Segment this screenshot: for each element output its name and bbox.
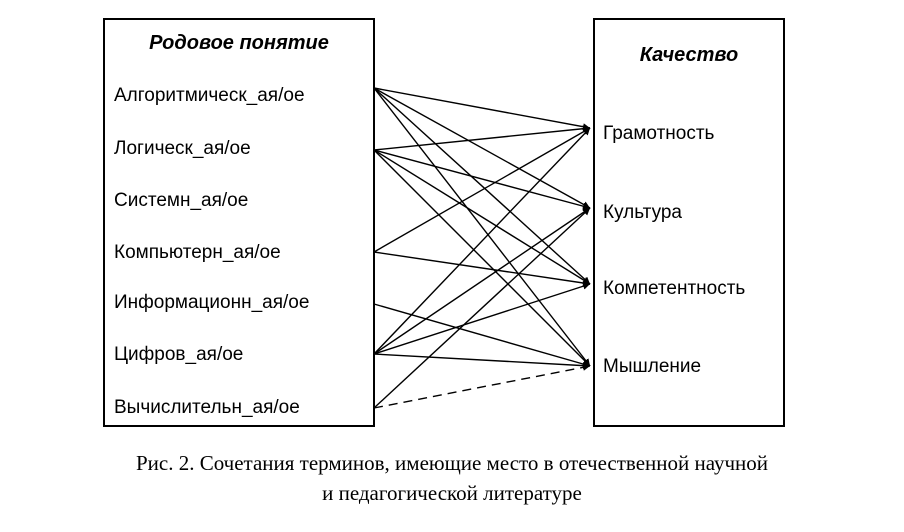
quality-box <box>593 18 785 427</box>
arrow-3-to-2 <box>373 251 591 287</box>
arrow-1-to-0 <box>373 125 591 151</box>
right-term-thinking: Мышление <box>603 356 701 377</box>
arrow-6-to-1 <box>373 207 591 409</box>
connection-arrows <box>373 87 591 409</box>
arrow-5-to-2 <box>373 282 591 355</box>
arrow-3-to-0 <box>373 127 591 253</box>
left-term-logical: Логическ_ая/ое <box>114 138 251 159</box>
arrow-1-to-3 <box>373 149 591 367</box>
left-term-computational: Вычислительн_ая/ое <box>114 397 300 418</box>
arrow-5-to-0 <box>373 127 591 355</box>
quality-title: Качество <box>640 44 738 66</box>
left-term-digital: Цифров_ая/ое <box>114 344 243 365</box>
arrow-0-to-0 <box>373 87 591 131</box>
arrow-1-to-2 <box>373 149 591 285</box>
caption-line-2: и педагогической литературе <box>322 481 582 505</box>
arrow-0-to-2 <box>373 87 591 285</box>
generic-concept-box <box>103 18 375 427</box>
caption-line-1: Рис. 2. Сочетания терминов, имеющие мест… <box>135 451 769 475</box>
left-term-algorithmic: Алгоритмическ_ая/ое <box>114 85 305 106</box>
arrow-4-to-3 <box>373 303 591 368</box>
generic-concept-list: Алгоритмическ_ая/ое Логическ_ая/ое Систе… <box>114 85 309 418</box>
arrow-0-to-1 <box>373 87 591 209</box>
generic-concept-title: Родовое понятие <box>149 32 329 54</box>
quality-list: Грамотность Культура Компетентность Мышл… <box>603 123 745 377</box>
arrow-5-to-3 <box>373 353 591 370</box>
left-term-system: Системн_ая/ое <box>114 190 248 211</box>
arrow-5-to-1 <box>373 207 591 355</box>
left-term-computer: Компьютерн_ая/ое <box>114 242 281 263</box>
figure-caption: Рис. 2. Сочетания терминов, имеющие мест… <box>0 448 904 508</box>
right-term-culture: Культура <box>603 202 682 223</box>
arrow-1-to-1 <box>373 149 591 210</box>
right-term-competence: Компетентность <box>603 278 745 299</box>
arrow-0-to-3 <box>373 87 591 367</box>
left-term-informational: Информационн_ая/ое <box>114 292 309 313</box>
right-term-literacy: Грамотность <box>603 123 715 144</box>
arrow-6-to-3 <box>373 363 591 409</box>
